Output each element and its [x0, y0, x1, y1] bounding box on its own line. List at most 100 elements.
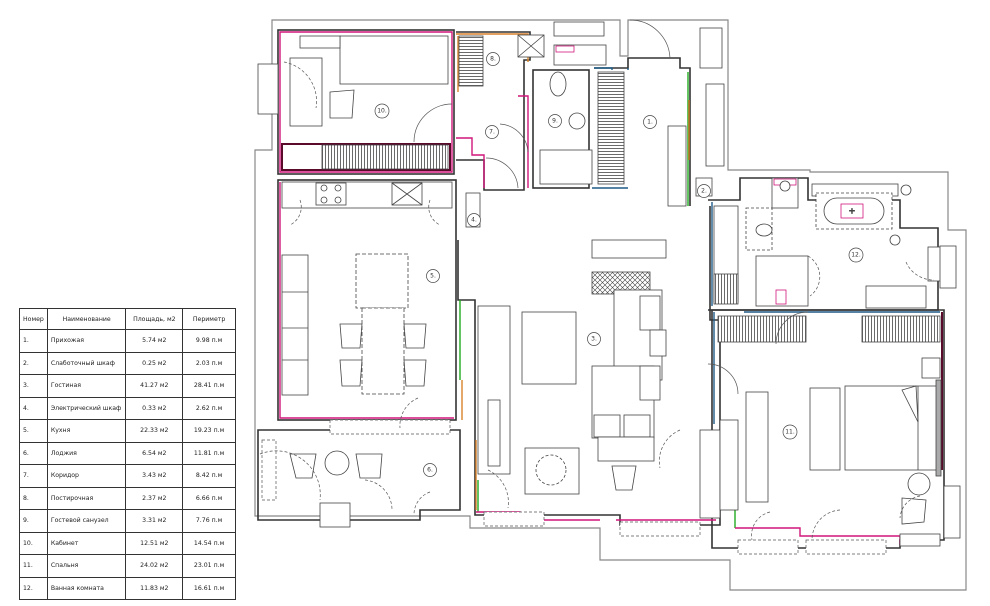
svg-text:6.: 6.	[427, 467, 433, 474]
row-name: Прихожая	[46, 329, 127, 353]
table-row: 6. Лоджия 6.54 м2 11.81 п.м	[19, 441, 236, 465]
row-name: Кабинет	[46, 531, 127, 555]
table-header-row: Номер Наименование Площадь, м2 Периметр	[19, 308, 236, 330]
table-row: 2. Слаботочный шкаф 0.25 м2 2.03 п.м	[19, 351, 236, 375]
row-perimeter: 14.54 п.м	[182, 531, 236, 555]
row-area: 3.43 м2	[125, 464, 184, 488]
row-number: 2.	[19, 351, 48, 375]
table-row: 11. Спальня 24.02 м2 23.01 п.м	[19, 554, 236, 578]
table-row: 4. Электрический шкаф 0.33 м2 2.62 п.м	[19, 396, 236, 420]
room-schedule-table: Номер Наименование Площадь, м2 Периметр …	[19, 308, 236, 600]
row-number: 4.	[19, 396, 48, 420]
row-name: Гостиная	[46, 374, 127, 398]
room-marker-5: 5.	[426, 269, 440, 283]
loggia-furniture	[289, 450, 383, 528]
row-area: 41.27 м2	[125, 374, 184, 398]
row-perimeter: 7.76 п.м	[182, 509, 236, 533]
row-number: 3.	[19, 374, 48, 398]
cabinet-furniture	[257, 35, 449, 170]
svg-text:3.: 3.	[591, 336, 597, 343]
row-name: Электрический шкаф	[46, 396, 127, 420]
room-marker-6: 6.	[423, 463, 437, 477]
bathroom-furniture: +	[713, 177, 943, 343]
row-area: 22.33 м2	[125, 419, 184, 443]
row-perimeter: 9.98 п.м	[182, 329, 236, 353]
row-perimeter: 2.03 п.м	[182, 351, 236, 375]
row-name: Лоджия	[46, 441, 127, 465]
row-name: Ванная комната	[46, 576, 127, 600]
table-row: 1. Прихожая 5.74 м2 9.98 п.м	[19, 329, 236, 353]
row-number: 10.	[19, 531, 48, 555]
room-marker-9: 9.	[548, 114, 562, 128]
table-row: 8. Постирочная 2.37 м2 6.66 п.м	[19, 486, 236, 510]
room-marker-1: 1.	[643, 115, 657, 129]
row-perimeter: 2.62 п.м	[182, 396, 236, 420]
svg-text:+: +	[849, 207, 856, 216]
row-area: 3.31 м2	[125, 509, 184, 533]
svg-text:12.: 12.	[851, 252, 861, 259]
room-markers: 1. 2. 3. 4. 5. 6. 7. 8. 9. 10. 11. 12.	[374, 52, 864, 477]
room-marker-8: 8.	[486, 52, 500, 66]
row-name: Кухня	[46, 419, 127, 443]
row-number: 1.	[19, 329, 48, 353]
row-perimeter: 11.81 п.м	[182, 441, 236, 465]
svg-text:5.: 5.	[430, 273, 436, 280]
svg-text:2.: 2.	[701, 188, 707, 195]
header-number: Номер	[19, 308, 48, 330]
svg-text:11.: 11.	[785, 429, 795, 436]
living-furniture	[477, 239, 721, 519]
row-area: 11.83 м2	[125, 576, 184, 600]
row-number: 11.	[19, 554, 48, 578]
row-perimeter: 6.66 п.м	[182, 486, 236, 510]
svg-text:7.: 7.	[489, 129, 495, 136]
row-perimeter: 8.42 п.м	[182, 464, 236, 488]
outer-boundary	[254, 19, 967, 591]
row-perimeter: 16.61 п.м	[182, 576, 236, 600]
row-name: Слаботочный шкаф	[46, 351, 127, 375]
row-area: 12.51 м2	[125, 531, 184, 555]
row-area: 2.37 м2	[125, 486, 184, 510]
row-number: 5.	[19, 419, 48, 443]
row-perimeter: 23.01 п.м	[182, 554, 236, 578]
table-row: 12. Ванная комната 11.83 м2 16.61 п.м	[19, 576, 236, 600]
row-area: 0.25 м2	[125, 351, 184, 375]
row-number: 9.	[19, 509, 48, 533]
row-area: 0.33 м2	[125, 396, 184, 420]
row-number: 8.	[19, 486, 48, 510]
wet-zones-furniture	[458, 21, 725, 207]
table-row: 7. Коридор 3.43 м2 8.42 п.м	[19, 464, 236, 488]
windows	[261, 419, 887, 555]
table-row: 5. Кухня 22.33 м2 19.23 п.м	[19, 419, 236, 443]
row-name: Коридор	[46, 464, 127, 488]
row-area: 5.74 м2	[125, 329, 184, 353]
svg-text:4.: 4.	[471, 217, 477, 224]
room-marker-10: 10.	[374, 103, 390, 119]
row-number: 12.	[19, 576, 48, 600]
row-name: Гостевой санузел	[46, 509, 127, 533]
header-perimeter: Периметр	[182, 308, 236, 330]
kitchen-furniture	[281, 181, 481, 396]
row-number: 6.	[19, 441, 48, 465]
svg-text:8.: 8.	[490, 56, 496, 63]
room-marker-7: 7.	[485, 125, 499, 139]
svg-text:10.: 10.	[377, 108, 387, 115]
svg-text:1.: 1.	[647, 119, 653, 126]
svg-text:9.: 9.	[552, 118, 558, 125]
door-swings	[259, 19, 935, 541]
bedroom-furniture	[719, 245, 961, 547]
header-area: Площадь, м2	[125, 308, 184, 330]
row-number: 7.	[19, 464, 48, 488]
room-marker-2: 2.	[697, 184, 711, 198]
header-name: Наименование	[46, 308, 127, 330]
room-marker-12: 12.	[848, 247, 864, 263]
table-row: 9. Гостевой санузел 3.31 м2 7.76 п.м	[19, 509, 236, 533]
row-name: Спальня	[46, 554, 127, 578]
table-row: 10. Кабинет 12.51 м2 14.54 п.м	[19, 531, 236, 555]
table-row: 3. Гостиная 41.27 м2 28.41 п.м	[19, 374, 236, 398]
finish-lines	[279, 31, 943, 545]
room-marker-4: 4.	[467, 213, 481, 227]
row-area: 6.54 м2	[125, 441, 184, 465]
row-perimeter: 19.23 п.м	[182, 419, 236, 443]
row-area: 24.02 м2	[125, 554, 184, 578]
